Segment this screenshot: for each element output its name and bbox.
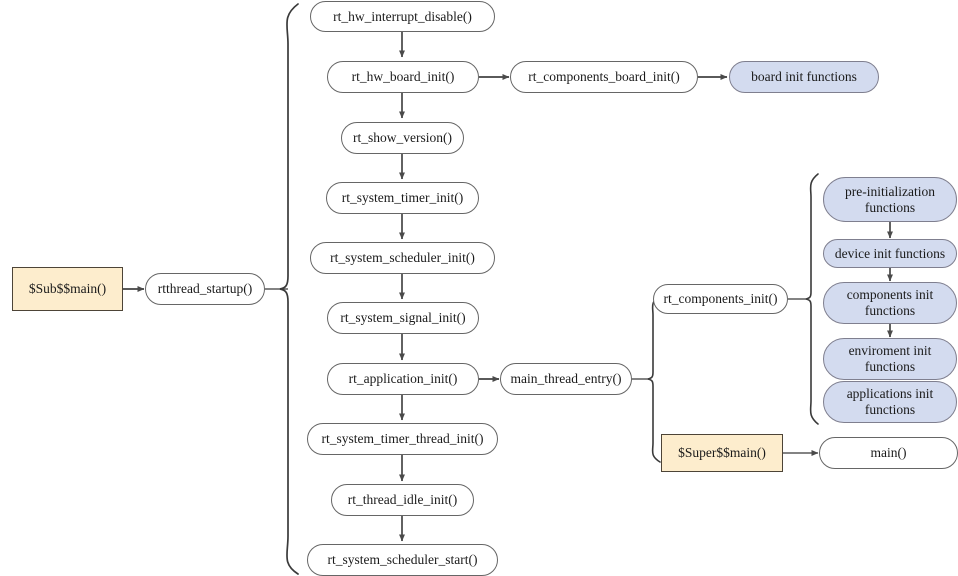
node-device-init-functions[interactable]: device init functions: [823, 239, 957, 268]
node-rt-components-board-init[interactable]: rt_components_board_init(): [510, 61, 698, 93]
node-sub-main[interactable]: $Sub$$main(): [12, 267, 123, 311]
node-enviroment-init-functions-label: enviroment init functions: [848, 343, 932, 374]
node-super-main[interactable]: $Super$$main(): [661, 434, 783, 472]
node-rt-system-timer-thread-init-label: rt_system_timer_thread_init(): [321, 431, 484, 447]
node-pre-initialization-functions-label: pre-initialization functions: [845, 183, 935, 215]
node-main-label: main(): [870, 445, 907, 461]
node-rt-hw-board-init-label: rt_hw_board_init(): [351, 69, 455, 85]
node-rt-thread-idle-init-label: rt_thread_idle_init(): [347, 492, 458, 508]
node-main-thread-entry-label: main_thread_entry(): [510, 371, 622, 387]
node-rt-components-init-label: rt_components_init(): [663, 291, 778, 307]
node-enviroment-init-functions[interactable]: enviroment init functions: [823, 338, 957, 380]
node-rt-system-timer-init[interactable]: rt_system_timer_init(): [326, 182, 479, 214]
node-main-thread-entry[interactable]: main_thread_entry(): [500, 363, 632, 395]
node-rt-system-signal-init-label: rt_system_signal_init(): [340, 310, 466, 326]
node-board-init-functions-label: board init functions: [751, 69, 857, 85]
node-rt-hw-interrupt-disable-label: rt_hw_interrupt_disable(): [333, 8, 472, 24]
node-rt-hw-board-init[interactable]: rt_hw_board_init(): [327, 61, 479, 93]
node-rtthread-startup[interactable]: rtthread_startup(): [145, 273, 265, 305]
node-rt-show-version-label: rt_show_version(): [353, 130, 452, 146]
node-rt-application-init-label: rt_application_init(): [348, 371, 458, 387]
node-device-init-functions-label: device init functions: [834, 245, 946, 261]
node-rt-system-scheduler-init-label: rt_system_scheduler_init(): [330, 250, 475, 266]
node-sub-main-label: $Sub$$main(): [28, 281, 107, 297]
node-rt-components-board-init-label: rt_components_board_init(): [528, 69, 680, 85]
node-rt-system-scheduler-start-label: rt_system_scheduler_start(): [327, 552, 478, 568]
node-pre-initialization-functions[interactable]: pre-initialization functions: [823, 177, 957, 222]
node-rt-show-version[interactable]: rt_show_version(): [341, 122, 464, 154]
node-applications-init-functions[interactable]: applications init functions: [823, 381, 957, 423]
node-components-init-functions[interactable]: components init functions: [823, 282, 957, 324]
node-rt-hw-interrupt-disable[interactable]: rt_hw_interrupt_disable(): [310, 1, 495, 32]
node-super-main-label: $Super$$main(): [678, 445, 766, 461]
node-rt-system-timer-init-label: rt_system_timer_init(): [341, 190, 464, 206]
node-rtthread-startup-label: rtthread_startup(): [157, 281, 253, 297]
node-rt-thread-idle-init[interactable]: rt_thread_idle_init(): [331, 484, 474, 516]
node-rt-system-signal-init[interactable]: rt_system_signal_init(): [327, 302, 479, 334]
node-applications-init-functions-label: applications init functions: [846, 386, 934, 417]
node-rt-system-scheduler-start[interactable]: rt_system_scheduler_start(): [307, 544, 498, 576]
node-rt-system-timer-thread-init[interactable]: rt_system_timer_thread_init(): [307, 423, 498, 455]
node-rt-application-init[interactable]: rt_application_init(): [327, 363, 479, 395]
node-rt-components-init[interactable]: rt_components_init(): [653, 284, 788, 314]
node-components-init-functions-label: components init functions: [846, 287, 934, 318]
node-rt-system-scheduler-init[interactable]: rt_system_scheduler_init(): [310, 242, 495, 274]
node-board-init-functions[interactable]: board init functions: [729, 61, 879, 93]
node-main[interactable]: main(): [819, 437, 958, 469]
